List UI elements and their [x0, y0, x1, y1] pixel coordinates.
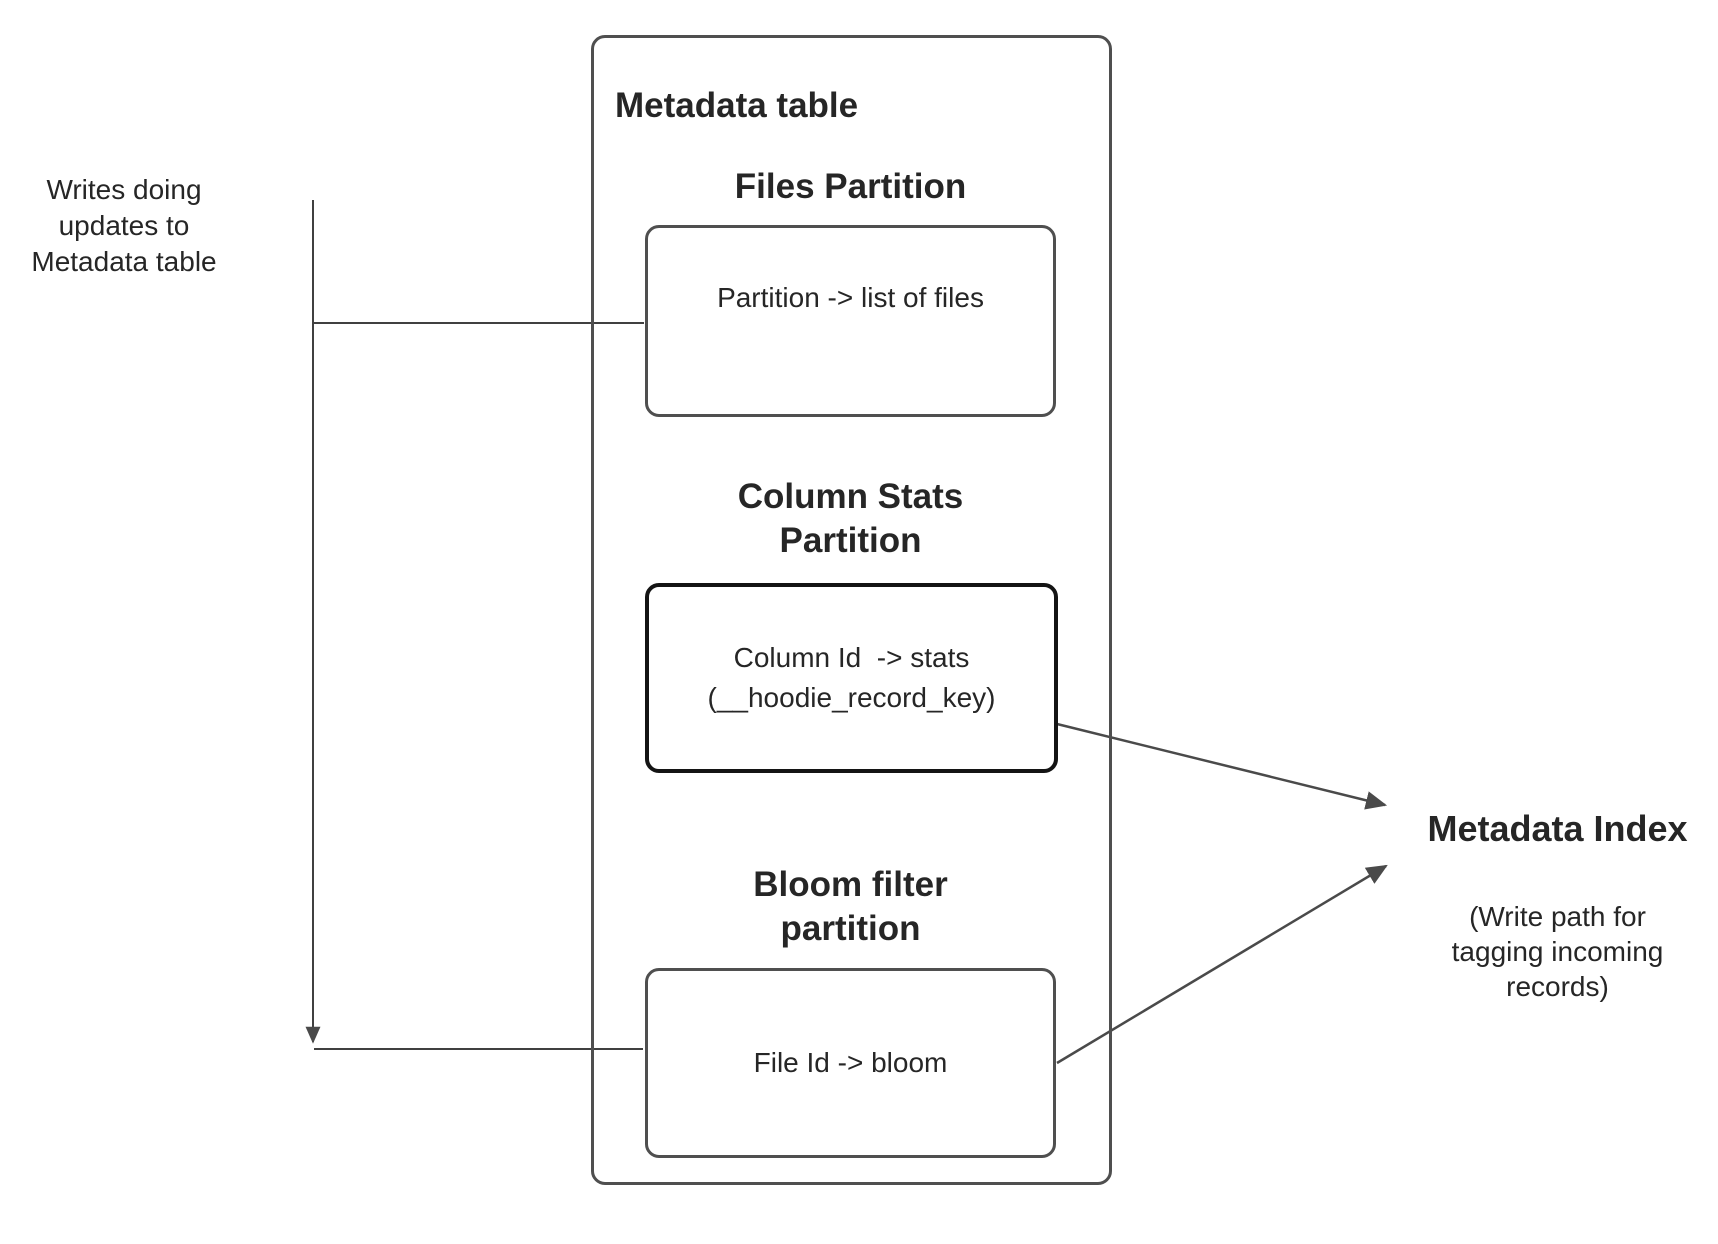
bloom-filter-partition-mapping: File Id -> bloom	[753, 1047, 948, 1078]
bloom-filter-partition-heading: Bloom filter partition	[753, 865, 948, 948]
metadata-table-box: Metadata table	[591, 35, 1112, 1185]
writes-updates-label: Writes doing updates to Metadata table	[31, 174, 217, 277]
files-partition-box: Partition -> list of files	[645, 225, 1056, 417]
files-partition-mapping: Partition -> list of files	[717, 282, 984, 313]
column-stats-partition-box: Column Id -> stats (__hoodie_record_key)	[645, 583, 1058, 773]
metadata-table-title: Metadata table	[615, 86, 859, 125]
column-stats-partition-heading: Column Stats Partition	[737, 477, 964, 560]
metadata-index-title: Metadata Index	[1427, 808, 1688, 849]
column-stats-partition-mapping: Column Id -> stats (__hoodie_record_key)	[707, 642, 996, 713]
files-partition-heading: Files Partition	[734, 167, 967, 206]
bloom-filter-partition-box: File Id -> bloom	[645, 968, 1056, 1158]
metadata-index-subtitle: (Write path for tagging incoming records…	[1451, 901, 1664, 1002]
